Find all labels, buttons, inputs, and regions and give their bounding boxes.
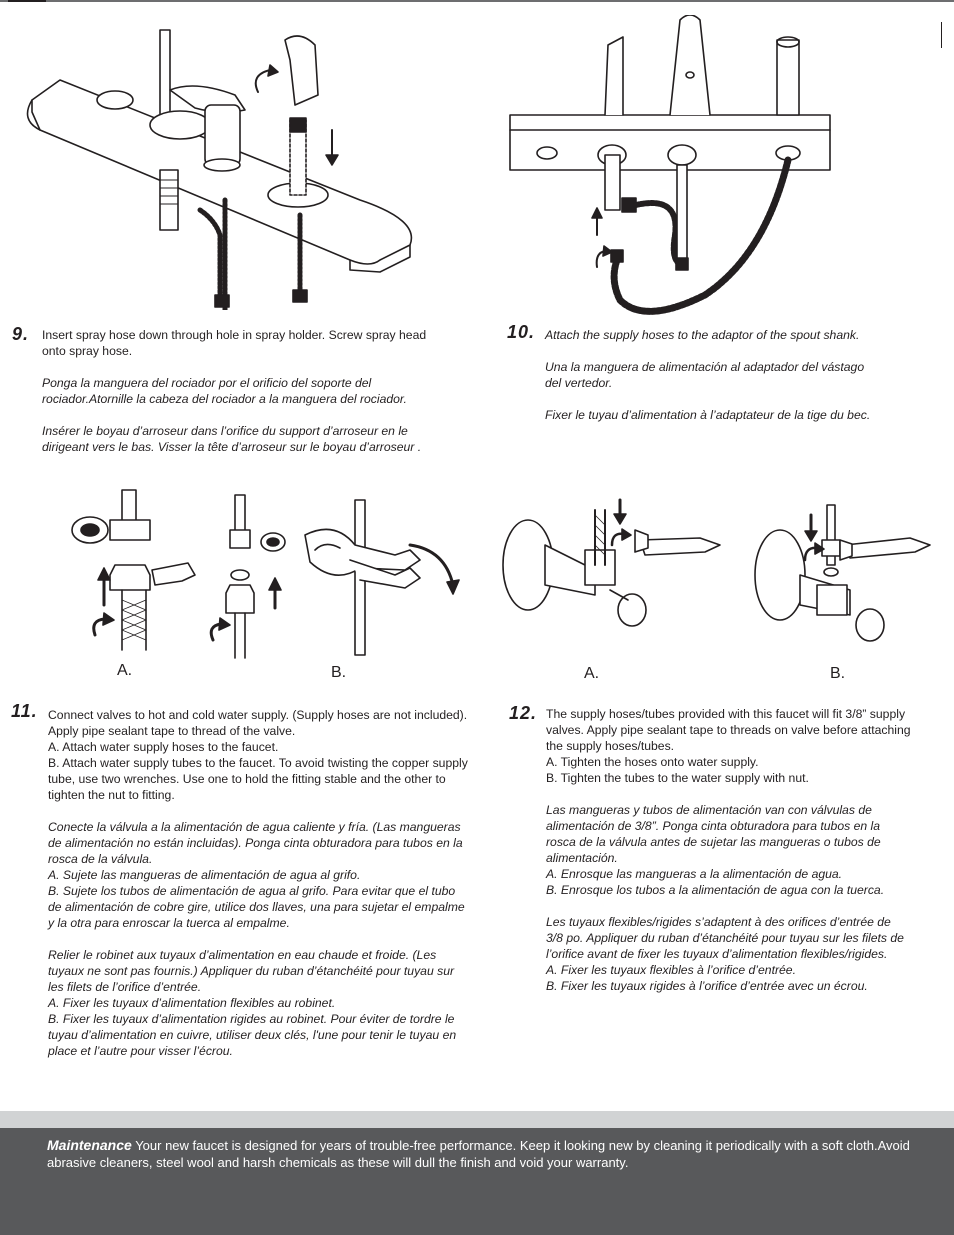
step-10-fr-line: Fixer le tuyau d’alimentation à l’adapta… [545, 408, 871, 422]
step-12-en-line: valves. Apply pipe sealant tape to threa… [546, 723, 911, 737]
step-11-fr-line: les filets de l’orifice d’entrée. [48, 980, 202, 994]
step-10-es-line: Una la manguera de alimentación al adapt… [545, 360, 865, 374]
step-9-en-line: Insert spray hose down through hole in s… [42, 328, 427, 342]
step-10-text: Attach the supply hoses to the adaptor o… [545, 327, 935, 423]
step-12-en-line: The supply hoses/tubes provided with thi… [546, 707, 906, 721]
step-10-number: 10. [507, 322, 536, 342]
step-12-fr-line: l’orifice avant de fixer les tuyaux d’al… [546, 947, 888, 961]
footer-light-band [0, 1111, 954, 1128]
step-12-en-line: A. Tighten the hoses onto water supply. [546, 755, 759, 769]
step-11-es-line: y la otra para enroscar la tuerca al emp… [48, 916, 290, 930]
step-11-en-line: B. Attach water supply tubes to the fauc… [48, 756, 468, 770]
step-12-label-b: B. [830, 665, 846, 682]
step-11-es-line: B. Sujete los tubos de alimentación de a… [48, 884, 456, 898]
step-12-es-line: B. Enrosque los tubos a la alimentación … [546, 883, 885, 897]
step-11-es-line: A. Sujete las mangueras de alimentación … [48, 868, 361, 882]
maintenance-heading: Maintenance [47, 1137, 132, 1153]
maintenance-body: Your new faucet is designed for years of… [47, 1138, 910, 1170]
step-11-en-line: tighten the nut to fitting. [48, 788, 175, 802]
step-11-en-line: Connect valves to hot and cold water sup… [48, 708, 468, 722]
step-11-en-line: A. Attach water supply hoses to the fauc… [48, 740, 279, 754]
step-12-text: The supply hoses/tubes provided with thi… [546, 706, 946, 994]
illustration-step-10 [509, 15, 831, 315]
step-12-label-a: A. [584, 665, 600, 682]
step-11-label-a: A. [117, 662, 133, 679]
corner-mark [941, 22, 942, 48]
step-9-es-line: rociador.Atornille la cabeza del rociado… [42, 392, 407, 406]
step-12-es-line: A. Enrosque las mangueras a la alimentac… [546, 867, 843, 881]
step-9-en-line: onto spray hose. [42, 344, 133, 358]
illustration-step-9 [26, 29, 413, 310]
step-12-fr-line: 3/8 po. Appliquer du ruban d’étanchéité … [546, 931, 904, 945]
step-11-fr-line: Relier le robinet aux tuyaux d’alimentat… [48, 948, 437, 962]
step-12-es-line: Las mangueras y tubos de alimentación va… [546, 803, 872, 817]
illustration-step-12b [754, 504, 931, 642]
step-12-en-line: B. Tighten the tubes to the water supply… [546, 771, 809, 785]
step-9-fr-line: Insérer le boyau d’arroseur dans l’orifi… [42, 424, 408, 438]
step-9-number: 9. [12, 324, 30, 344]
step-11-fr-line: A. Fixer les tuyaux d’alimentation flexi… [48, 996, 336, 1010]
step-11-en-line: tube, use two wrenches. Use one to hold … [48, 772, 446, 786]
footer-dark-band [0, 1128, 954, 1235]
step-12-es-line: alimentación de 3/8”. Ponga cinta obtura… [546, 819, 881, 833]
step-9-fr-line: dirigeant vers le bas. Visser la tête d’… [42, 440, 422, 454]
step-9-text: Insert spray hose down through hole in s… [42, 327, 462, 455]
step-11-es-line: Conecte la válvula a la alimentación de … [48, 820, 461, 834]
step-10-en-line: Attach the supply hoses to the adaptor o… [545, 328, 860, 342]
step-11-es-line: rosca de la válvula. [48, 852, 153, 866]
step-12-fr-line: B. Fixer les tuyaux rigides à l’orifice … [546, 979, 868, 993]
step-12-es-line: alimentación. [546, 851, 618, 865]
step-11-es-line: de alimentación no están incluidas). Pon… [48, 836, 463, 850]
step-11-fr-line: place et l’autre pour visser l’écrou. [48, 1044, 233, 1058]
maintenance-note: Maintenance Your new faucet is designed … [47, 1137, 917, 1171]
step-12-es-line: rosca de la válvula antes de sujetar las… [546, 835, 881, 849]
step-12-en-line: the supply hoses/tubes. [546, 739, 675, 753]
step-12-number: 12. [509, 703, 538, 723]
illustration-step-11b [209, 494, 460, 659]
step-12-fr-line: A. Fixer les tuyaux flexibles à l’orific… [546, 963, 796, 977]
step-11-number: 11. [11, 701, 38, 721]
illustration-step-12a [502, 498, 721, 627]
step-11-text: Connect valves to hot and cold water sup… [48, 707, 498, 1059]
step-11-fr-line: B. Fixer les tuyaux d’alimentation rigid… [48, 1012, 455, 1026]
step-12-fr-line: Les tuyaux flexibles/rigides s’adaptent … [546, 915, 891, 929]
illustration-step-11a [71, 489, 196, 651]
step-11-es-line: de alimentación de cobre gire, utilice d… [48, 900, 465, 914]
step-9-es-line: Ponga la manguera del rociador por el or… [42, 376, 372, 390]
step-11-fr-line: tuyaux ne sont pas fournis.) Appliquer d… [48, 964, 455, 978]
step-11-en-line: Apply pipe sealant tape to thread of the… [48, 724, 296, 738]
step-11-label-b: B. [331, 664, 347, 681]
top-rule [0, 0, 954, 2]
step-11-fr-line: tuyau d’alimentation en cuivre, utiliser… [48, 1028, 457, 1042]
step-10-es-line: del vertedor. [545, 376, 613, 390]
top-rule-accent [8, 0, 46, 2]
